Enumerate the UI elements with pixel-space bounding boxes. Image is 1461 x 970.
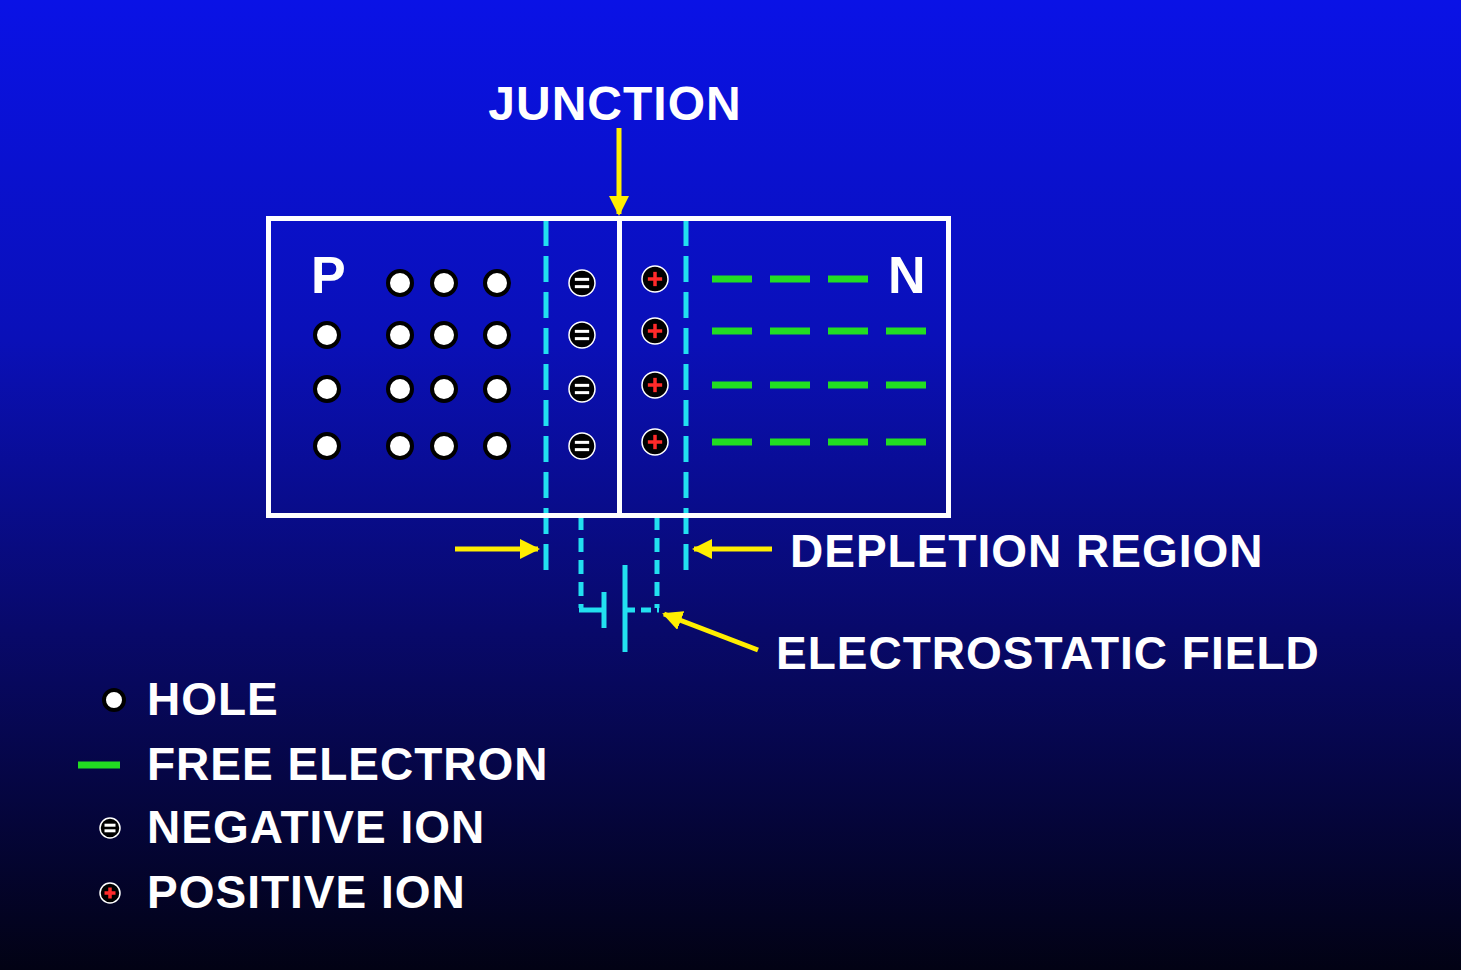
positive-ion [100, 883, 120, 903]
free-electron [78, 762, 120, 769]
legend-text: FREE ELECTRON [147, 741, 548, 787]
free-electron [712, 276, 752, 283]
free-electron [770, 439, 810, 446]
hole-dot [315, 377, 339, 401]
positive-ion [642, 318, 668, 344]
negative-ion [100, 818, 120, 838]
free-electron [886, 439, 926, 446]
free-electron [828, 439, 868, 446]
hole-dot [432, 377, 456, 401]
hole-dot [485, 271, 509, 295]
negative-ion [569, 322, 595, 348]
free-electron [770, 328, 810, 335]
hole-dot [315, 434, 339, 458]
free-electrons [712, 279, 926, 442]
depletion-boundary [546, 220, 686, 572]
hole-dot [388, 377, 412, 401]
hole-dot [388, 323, 412, 347]
legend-text: NEGATIVE ION [147, 804, 485, 850]
positive-ion [642, 372, 668, 398]
negative-ion [569, 270, 595, 296]
hole-dot [485, 434, 509, 458]
positive-ion [642, 266, 668, 292]
region-letter: N [888, 249, 927, 301]
hole-dot [432, 323, 456, 347]
hole-dot [104, 690, 124, 710]
legend-text: HOLE [147, 676, 279, 722]
hole-dot [485, 377, 509, 401]
electrostatic-field-label: ELECTROSTATIC FIELD [776, 630, 1320, 676]
hole-dot [388, 271, 412, 295]
pointer-arrow [455, 128, 772, 650]
free-electron [886, 328, 926, 335]
depletion-region-label: DEPLETION REGION [790, 528, 1263, 574]
hole-dot [485, 323, 509, 347]
legend-symbols [78, 690, 124, 903]
free-electron [828, 276, 868, 283]
positive-ion [642, 429, 668, 455]
hole-dot [432, 271, 456, 295]
free-electron [770, 382, 810, 389]
free-electron [712, 382, 752, 389]
negative-ion [569, 376, 595, 402]
junction-label: JUNCTION [488, 80, 741, 128]
free-electron [712, 439, 752, 446]
legend-text: POSITIVE ION [147, 869, 466, 915]
hole-dot [315, 323, 339, 347]
free-electron [828, 328, 868, 335]
region-letter: P [311, 249, 347, 301]
negative-ion [569, 433, 595, 459]
free-electron [886, 382, 926, 389]
free-electron [712, 328, 752, 335]
hole-dot [432, 434, 456, 458]
free-electron [828, 382, 868, 389]
field-battery-symbol [579, 516, 659, 652]
n-region-box: N [617, 216, 951, 518]
p-region-box: P [266, 216, 622, 518]
free-electron [770, 276, 810, 283]
hole-dot [388, 434, 412, 458]
